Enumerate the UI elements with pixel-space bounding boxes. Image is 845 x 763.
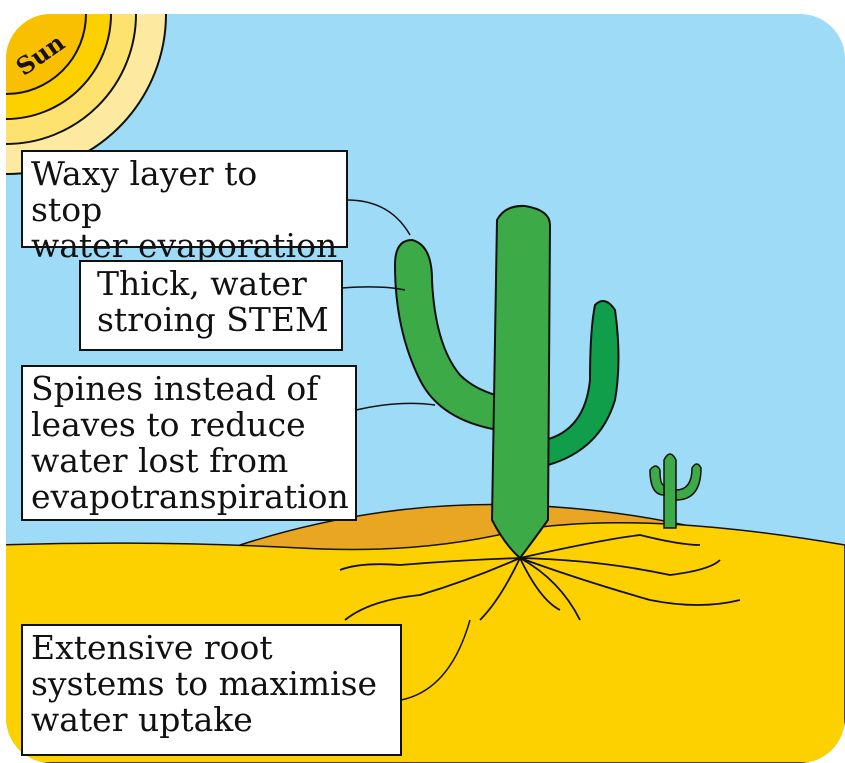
label-spines: Spines instead of leaves to reduce water… bbox=[21, 365, 357, 521]
label-waxy-layer: Waxy layer to stop water evaporation bbox=[21, 150, 348, 264]
small-cactus bbox=[649, 453, 702, 529]
label-roots: Extensive root systems to maximise water… bbox=[21, 624, 402, 756]
pointer-arrows bbox=[341, 199, 471, 701]
label-thick-stem: Thick, water stroing STEM bbox=[79, 260, 343, 351]
cactus bbox=[393, 204, 620, 560]
sun bbox=[6, 14, 167, 175]
roots bbox=[339, 534, 741, 621]
